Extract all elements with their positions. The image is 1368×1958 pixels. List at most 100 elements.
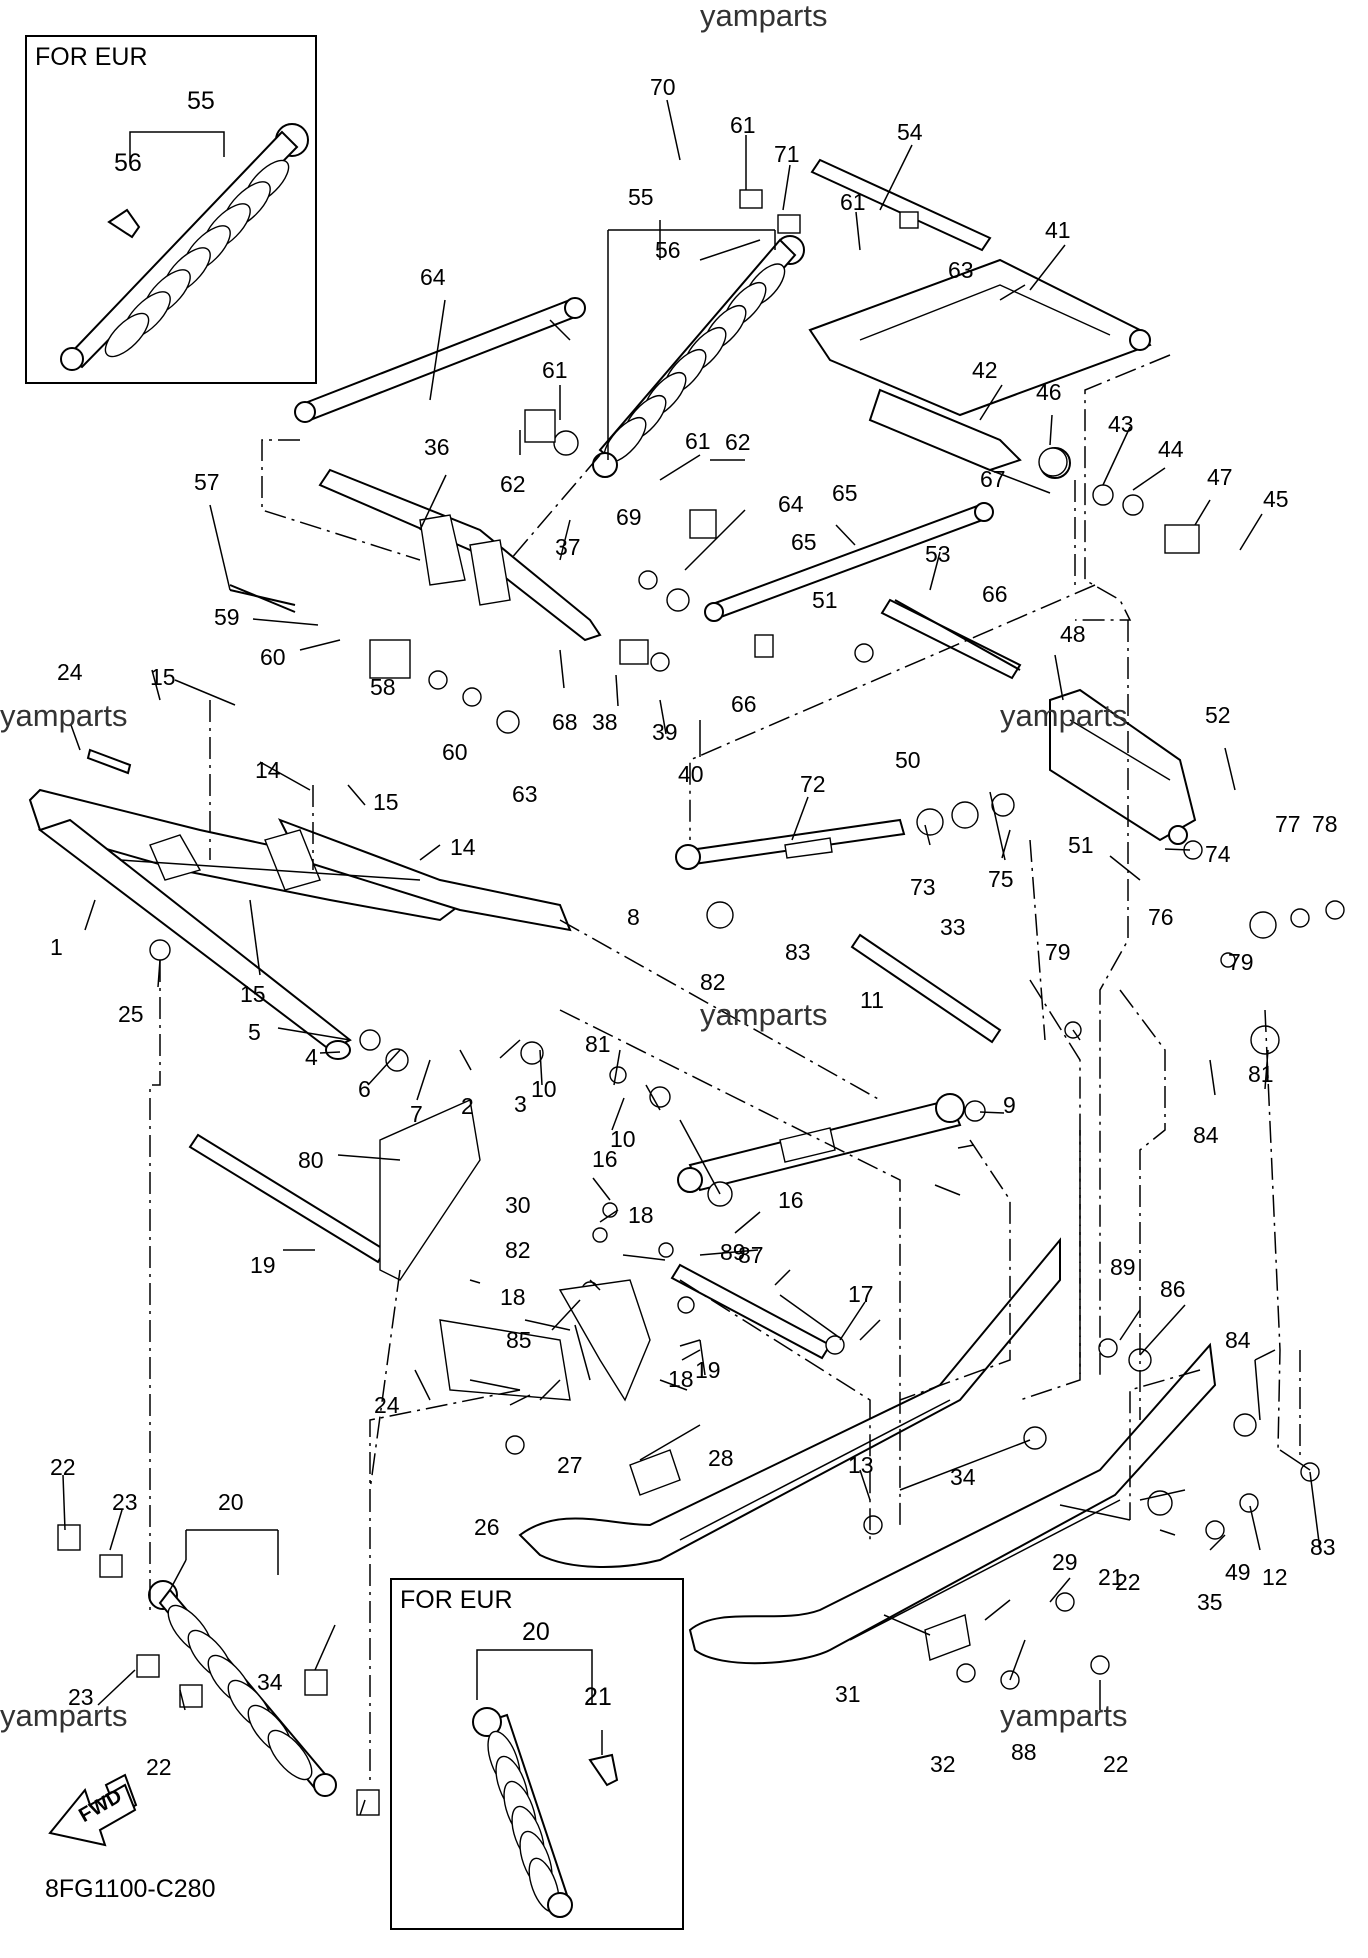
callout-59: 59 <box>214 604 240 630</box>
callout-63: 63 <box>512 781 538 807</box>
rear-shock-top <box>592 235 805 478</box>
callout-66: 66 <box>731 691 757 717</box>
callout-22: 22 <box>1103 1751 1129 1777</box>
callout-88: 88 <box>1011 1739 1037 1765</box>
callout-19: 19 <box>695 1357 721 1383</box>
callout-34: 34 <box>257 1669 283 1695</box>
rods <box>86 158 1022 1601</box>
callout-33: 33 <box>940 914 966 940</box>
callout-79: 79 <box>1228 949 1254 975</box>
callout-79: 79 <box>1045 939 1071 965</box>
callout-16: 16 <box>592 1146 618 1172</box>
callout-64: 64 <box>778 491 804 517</box>
callout-35: 35 <box>1197 1589 1223 1615</box>
callout-25: 25 <box>118 1001 144 1027</box>
watermark: yamparts <box>1000 698 1128 733</box>
callout-50: 50 <box>895 747 921 773</box>
inset-bottom-label: FOR EUR <box>400 1586 513 1614</box>
callout-23: 23 <box>112 1489 138 1515</box>
callout-39: 39 <box>652 719 678 745</box>
callout-23: 23 <box>68 1684 94 1710</box>
callout-3: 3 <box>514 1091 527 1117</box>
callout-85: 85 <box>506 1327 532 1353</box>
callout-16: 16 <box>778 1187 804 1213</box>
callout-81: 81 <box>1248 1061 1274 1087</box>
callout-89: 89 <box>720 1239 746 1265</box>
callout-34: 34 <box>950 1464 976 1490</box>
callout-48: 48 <box>1060 621 1086 647</box>
callout-14: 14 <box>450 834 476 860</box>
callout-22: 22 <box>146 1754 172 1780</box>
callout-13: 13 <box>848 1452 874 1478</box>
callout-18: 18 <box>628 1202 654 1228</box>
callout-6: 6 <box>358 1076 371 1102</box>
callout-21: 21 <box>1098 1564 1124 1590</box>
callout-73: 73 <box>910 874 936 900</box>
callout-76: 76 <box>1148 904 1174 930</box>
callout-80: 80 <box>298 1147 324 1173</box>
callout-51: 51 <box>812 587 838 613</box>
callout-60: 60 <box>442 739 468 765</box>
callout-61: 61 <box>840 189 866 215</box>
callout-83: 83 <box>785 939 811 965</box>
callout-74: 74 <box>1205 841 1231 867</box>
callout-56: 56 <box>655 237 681 263</box>
callout-82: 82 <box>505 1237 531 1263</box>
callout-32: 32 <box>930 1751 956 1777</box>
callout-47: 47 <box>1207 464 1233 490</box>
callout-82: 82 <box>700 969 726 995</box>
lower-damper <box>677 1093 965 1193</box>
callout-5: 5 <box>248 1019 261 1045</box>
callout-18: 18 <box>668 1366 694 1392</box>
arm-36 <box>318 468 602 642</box>
callout-4: 4 <box>305 1044 318 1070</box>
callout-64: 64 <box>420 264 446 290</box>
inset-top-shock-drawing <box>60 123 309 371</box>
callout-53: 53 <box>925 541 951 567</box>
callout-14: 14 <box>255 757 281 783</box>
callout-54: 54 <box>897 119 923 145</box>
callout-55: 55 <box>628 184 654 210</box>
callout-75: 75 <box>988 866 1014 892</box>
callout-65: 65 <box>832 480 858 506</box>
callout-81: 81 <box>585 1031 611 1057</box>
callout-2: 2 <box>461 1093 474 1119</box>
callout-43: 43 <box>1108 411 1134 437</box>
callout-12: 12 <box>1262 1564 1288 1590</box>
inset-for-eur-top: FOR EUR 55 56 <box>25 35 317 384</box>
callout-66: 66 <box>982 581 1008 607</box>
watermark: yamparts <box>700 997 828 1032</box>
callout-71: 71 <box>774 141 800 167</box>
inset-top-label: FOR EUR <box>35 43 148 71</box>
alignment-lines <box>149 354 1301 1780</box>
callout-87: 87 <box>738 1242 764 1268</box>
callout-58: 58 <box>370 674 396 700</box>
callout-17: 17 <box>848 1281 874 1307</box>
callout-22: 22 <box>50 1454 76 1480</box>
callout-30: 30 <box>505 1192 531 1218</box>
callout-40: 40 <box>678 761 704 787</box>
runner-frames <box>518 1237 1217 1665</box>
inset-top-callout-56: 56 <box>114 149 142 177</box>
callout-77: 77 <box>1275 811 1301 837</box>
callout-45: 45 <box>1263 486 1289 512</box>
callout-29: 29 <box>1052 1549 1078 1575</box>
callout-72: 72 <box>800 771 826 797</box>
callout-61: 61 <box>685 428 711 454</box>
callout-19: 19 <box>250 1252 276 1278</box>
callout-70: 70 <box>650 74 676 100</box>
callout-41: 41 <box>1045 217 1071 243</box>
callout-78: 78 <box>1312 811 1338 837</box>
front-shock-bottom <box>148 1580 337 1797</box>
callout-63: 63 <box>948 257 974 283</box>
callout-61: 61 <box>542 357 568 383</box>
callout-36: 36 <box>424 434 450 460</box>
inset-top-callout-55: 55 <box>187 87 215 115</box>
callout-89: 89 <box>1110 1254 1136 1280</box>
callout-7: 7 <box>410 1101 423 1127</box>
callout-31: 31 <box>835 1681 861 1707</box>
leader-lines <box>62 99 1321 1816</box>
callout-9: 9 <box>1003 1092 1016 1118</box>
watermark: yamparts <box>0 698 128 733</box>
